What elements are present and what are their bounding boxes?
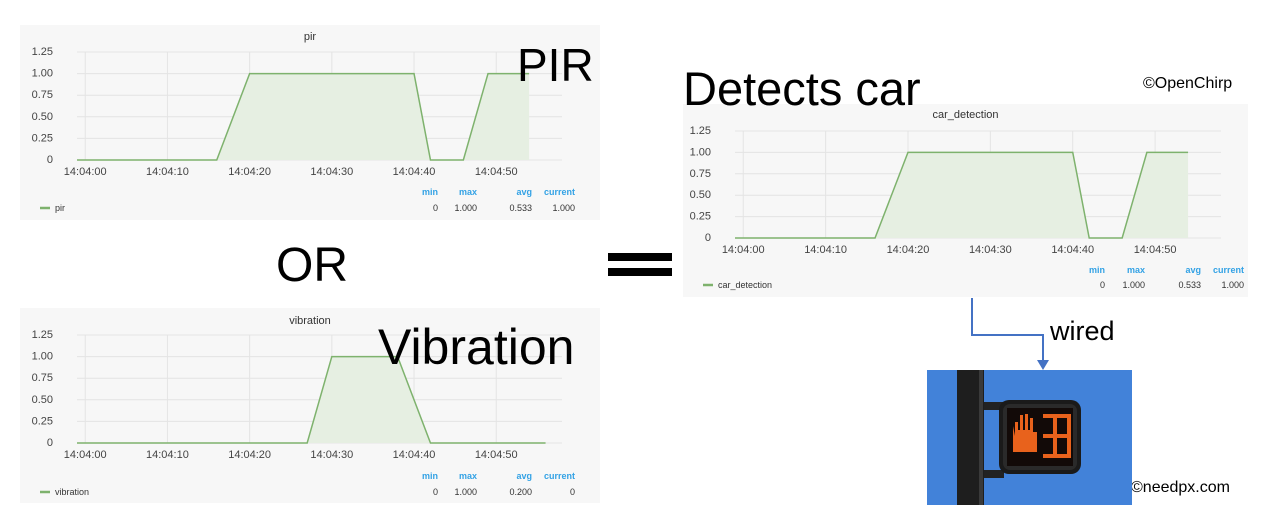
legend-header: current [544, 187, 575, 197]
legend-header: min [422, 471, 438, 481]
y-tick-label: 0.25 [690, 211, 711, 223]
legend-value: 0 [433, 203, 438, 213]
or-label: OR [276, 239, 348, 292]
series-line [735, 151, 1189, 239]
legend-value: 0 [570, 487, 575, 497]
legend-value: 0 [1100, 280, 1105, 290]
legend-header: max [459, 187, 477, 197]
wired-label: wired [1050, 316, 1115, 346]
legend-header: current [1213, 265, 1244, 275]
series-area [735, 152, 1189, 238]
y-tick-label: 0.50 [32, 394, 53, 406]
y-tick-label: 1.00 [32, 351, 53, 363]
x-tick-label: 14:04:20 [228, 166, 271, 178]
y-tick-label: 0 [47, 154, 53, 166]
legend-value: 0.200 [509, 487, 532, 497]
y-tick-label: 1.25 [32, 329, 53, 341]
series-line [77, 355, 546, 444]
y-tick-label: 0.75 [32, 372, 53, 384]
legend-value: 0.533 [509, 203, 532, 213]
y-tick-label: 1.25 [32, 46, 53, 58]
legend-value: 1.000 [1122, 280, 1145, 290]
x-tick-label: 14:04:30 [310, 449, 353, 461]
y-tick-label: 0 [705, 232, 711, 244]
x-tick-label: 14:04:00 [64, 449, 107, 461]
x-tick-label: 14:04:10 [804, 244, 847, 256]
car-detection-chart-panel: car_detection 0 0.25 0.50 0.75 1.00 1.25 14:04… [683, 104, 1248, 297]
y-tick-label: 0.50 [32, 111, 53, 123]
series-area [77, 73, 530, 160]
y-tick-label: 0.25 [32, 415, 53, 427]
legend-header: avg [516, 187, 532, 197]
pir-chart: 0 0.25 0.50 0.75 1.00 1.25 14:04:00 14:04:10 14:… [32, 46, 575, 213]
legend-header: current [544, 471, 575, 481]
needpx-credit: ©needpx.com [1131, 479, 1230, 496]
detects-car-label: Detects car [683, 62, 921, 115]
y-tick-label: 0.50 [690, 189, 711, 201]
y-tick-label: 1.25 [690, 125, 711, 137]
legend-value: 0 [433, 487, 438, 497]
y-tick-label: 0.75 [690, 168, 711, 180]
legend-value: 0.533 [1178, 280, 1201, 290]
x-tick-label: 14:04:00 [64, 166, 107, 178]
vibration-label: Vibration [378, 319, 575, 375]
legend-header: min [1089, 265, 1105, 275]
x-tick-label: 14:04:20 [228, 449, 271, 461]
y-tick-label: 1.00 [32, 68, 53, 80]
connector-line [971, 298, 1044, 362]
x-tick-label: 14:04:50 [475, 166, 518, 178]
x-tick-label: 14:04:40 [393, 449, 436, 461]
vibration-chart-panel: vibration 0 0.25 0.50 0.75 1.00 1.25 14:04:00 1… [20, 308, 600, 503]
pedestrian-signal-photo [927, 370, 1132, 505]
chart-title: pir [303, 31, 317, 43]
x-tick-label: 14:04:10 [146, 449, 189, 461]
y-tick-label: 0 [47, 437, 53, 449]
legend-value: 1.000 [454, 203, 477, 213]
y-tick-label: 0.25 [32, 132, 53, 144]
x-tick-label: 14:04:50 [475, 449, 518, 461]
chart-title: vibration [289, 315, 331, 327]
pir-label: PIR [517, 39, 594, 91]
vibration-chart: 0 0.25 0.50 0.75 1.00 1.25 14:04:00 14:04:10 14:… [32, 329, 575, 497]
x-tick-label: 14:04:30 [969, 244, 1012, 256]
x-tick-label: 14:04:00 [722, 244, 765, 256]
legend-series-name: car_detection [718, 280, 772, 290]
legend-value: 1.000 [1221, 280, 1244, 290]
pir-chart-panel: pir 0 0.25 0.50 0.75 1.00 1.25 14:04:00 14:04:1… [20, 25, 600, 220]
legend-value: 1.000 [454, 487, 477, 497]
legend-header: avg [1185, 265, 1201, 275]
y-tick-label: 1.00 [690, 146, 711, 158]
x-tick-label: 14:04:40 [393, 166, 436, 178]
x-tick-label: 14:04:10 [146, 166, 189, 178]
x-tick-label: 14:04:20 [887, 244, 930, 256]
openchirp-credit: ©OpenChirp [1143, 75, 1233, 92]
x-tick-label: 14:04:40 [1051, 244, 1094, 256]
legend-series-name: vibration [55, 487, 89, 497]
legend-header: avg [516, 471, 532, 481]
arrow-head-icon [1037, 360, 1049, 370]
equals-sign-bottom [608, 268, 672, 276]
x-tick-label: 14:04:50 [1134, 244, 1177, 256]
chart-title: car_detection [932, 109, 999, 121]
y-tick-label: 0.75 [32, 89, 53, 101]
legend-series-name: pir [55, 203, 65, 213]
legend-header: max [1127, 265, 1145, 275]
equals-sign-top [608, 253, 672, 261]
x-tick-label: 14:04:30 [310, 166, 353, 178]
legend-value: 1.000 [552, 203, 575, 213]
car-detection-chart: 0 0.25 0.50 0.75 1.00 1.25 14:04:00 14:04:10 14:… [690, 125, 1244, 290]
legend-header: max [459, 471, 477, 481]
series-line [77, 72, 530, 161]
legend-header: min [422, 187, 438, 197]
